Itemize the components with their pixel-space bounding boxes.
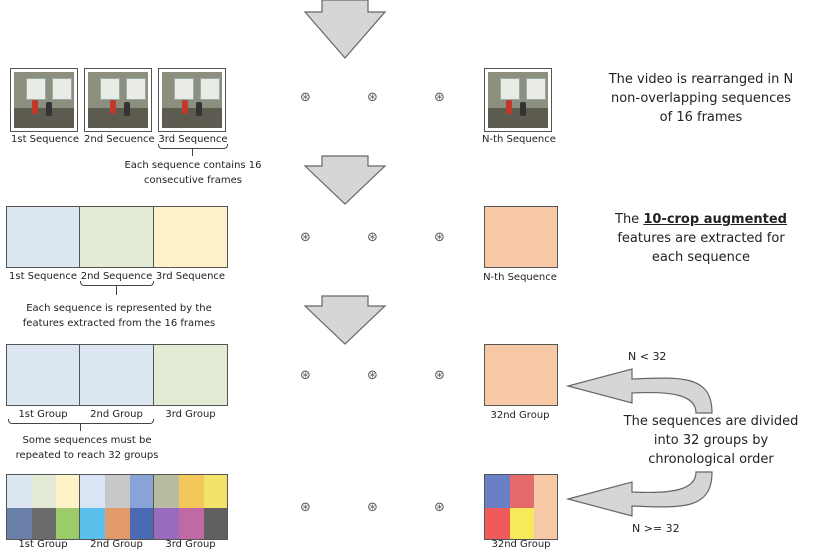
row1-brace-note: Each sequence contains 16 consecutive fr… bbox=[124, 160, 262, 186]
row4-gl-cell-6 bbox=[534, 508, 557, 539]
row1-brace-tick bbox=[192, 148, 193, 156]
row4-g2-cell-4 bbox=[80, 508, 105, 539]
row4-ellipsis: ⊛ ⊛ ⊛ bbox=[300, 500, 471, 515]
row2-right-note-post: features are extracted for each sequence bbox=[617, 231, 785, 265]
video-frame-last bbox=[484, 68, 552, 132]
row2-block-1 bbox=[6, 206, 80, 268]
row4-g1-cell-4 bbox=[7, 508, 32, 539]
n-greater-equal-32-label: N >= 32 bbox=[632, 522, 680, 535]
video-frame-2 bbox=[84, 68, 152, 132]
row4-group-3 bbox=[153, 474, 228, 540]
row1-label-2: 2nd Secuence bbox=[84, 134, 155, 145]
row4-label-3: 3rd Group bbox=[165, 539, 216, 550]
row3-brace-note: Some sequences must be repeated to reach… bbox=[15, 435, 159, 461]
row2-label-last: N-th Sequence bbox=[483, 272, 557, 283]
row3-label-2: 2nd Group bbox=[90, 409, 143, 420]
row4-g3-cell-3 bbox=[204, 475, 227, 508]
row3-label-3: 3rd Group bbox=[165, 409, 216, 420]
row2-right-note-emph: 10-crop augmented bbox=[643, 212, 787, 227]
row4-label-1: 1st Group bbox=[18, 539, 68, 550]
down-arrow-3 bbox=[303, 295, 387, 345]
row2-right-note: The 10-crop augmented features are extra… bbox=[606, 210, 796, 267]
row4-label-last: 32nd Group bbox=[491, 539, 551, 550]
row3-ellipsis: ⊛ ⊛ ⊛ bbox=[300, 368, 471, 383]
row4-gl-cell-2 bbox=[510, 475, 534, 508]
row1-label-3: 3rd Sequence bbox=[158, 134, 228, 145]
row2-brace-note: Each sequence is represented by the feat… bbox=[22, 303, 216, 329]
row4-gl-cell-4 bbox=[485, 508, 510, 539]
row4-label-2: 2nd Group bbox=[90, 539, 143, 550]
curved-arrow-n-less bbox=[565, 368, 713, 414]
row3-label-1: 1st Group bbox=[18, 409, 68, 420]
row4-g3-cell-4 bbox=[154, 508, 179, 539]
row2-label-1: 1st Sequence bbox=[9, 271, 77, 282]
row4-g2-cell-6 bbox=[130, 508, 153, 539]
row4-g1-cell-3 bbox=[56, 475, 79, 508]
row3-block-3 bbox=[153, 344, 228, 406]
row3-block-last bbox=[484, 344, 558, 406]
row2-brace bbox=[80, 281, 154, 286]
row1-ellipsis: ⊛ ⊛ ⊛ bbox=[300, 90, 471, 105]
n-less-32-label: N < 32 bbox=[628, 350, 667, 363]
row4-gl-cell-3 bbox=[534, 475, 557, 508]
row3-block-2 bbox=[79, 344, 154, 406]
row4-gl-cell-5 bbox=[510, 508, 534, 539]
row2-label-2: 2nd Sequence bbox=[80, 271, 153, 282]
row4-group-last bbox=[484, 474, 558, 540]
row1-brace bbox=[158, 144, 228, 149]
row2-right-note-pre: The bbox=[615, 212, 640, 227]
row4-g2-cell-5 bbox=[105, 508, 130, 539]
row4-g2-cell-3 bbox=[130, 475, 153, 508]
curved-arrow-n-greater bbox=[565, 471, 713, 517]
row4-group-2 bbox=[79, 474, 154, 540]
row1-label-last: N-th Sequence bbox=[482, 134, 556, 145]
row2-block-2 bbox=[79, 206, 154, 268]
row4-g2-cell-2 bbox=[105, 475, 130, 508]
row4-g1-cell-1 bbox=[7, 475, 32, 508]
row2-ellipsis: ⊛ ⊛ ⊛ bbox=[300, 230, 471, 245]
row4-g3-cell-5 bbox=[179, 508, 204, 539]
row2-brace-tick bbox=[116, 285, 117, 295]
down-arrow-2 bbox=[303, 155, 387, 205]
row3-brace bbox=[8, 419, 154, 424]
down-arrow-top bbox=[303, 0, 387, 59]
row1-right-note: The video is rearranged in N non-overlap… bbox=[608, 72, 794, 125]
row2-block-last bbox=[484, 206, 558, 268]
row1-label-1: 1st Sequence bbox=[11, 134, 79, 145]
row3-brace-tick bbox=[80, 423, 81, 431]
side-note: The sequences are divided into 32 groups… bbox=[623, 414, 799, 467]
row4-group-1 bbox=[6, 474, 80, 540]
video-frame-3 bbox=[158, 68, 226, 132]
row4-g2-cell-1 bbox=[80, 475, 105, 508]
row2-label-3: 3rd Sequence bbox=[155, 271, 226, 282]
row4-g1-cell-6 bbox=[56, 508, 79, 539]
video-frame-1 bbox=[10, 68, 78, 132]
row3-block-1 bbox=[6, 344, 80, 406]
row4-g3-cell-1 bbox=[154, 475, 179, 508]
row3-label-last: 32nd Group bbox=[490, 410, 550, 421]
row4-g3-cell-2 bbox=[179, 475, 204, 508]
row4-g1-cell-5 bbox=[32, 508, 56, 539]
row4-g1-cell-2 bbox=[32, 475, 56, 508]
row4-gl-cell-1 bbox=[485, 475, 510, 508]
row4-g3-cell-6 bbox=[204, 508, 227, 539]
row2-block-3 bbox=[153, 206, 228, 268]
